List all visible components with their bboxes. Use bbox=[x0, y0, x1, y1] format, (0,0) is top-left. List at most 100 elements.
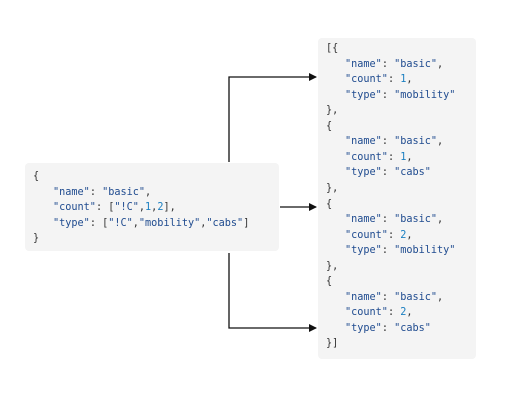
code-token: { bbox=[326, 198, 333, 210]
code-token: , bbox=[437, 214, 444, 226]
code-token: } bbox=[33, 233, 40, 245]
code-token: : bbox=[381, 245, 395, 257]
code-token: { bbox=[33, 171, 40, 182]
code-token: , bbox=[138, 202, 146, 214]
code-token: "cabs" bbox=[394, 322, 431, 334]
code-token: { bbox=[326, 120, 333, 132]
code-token: , bbox=[437, 136, 444, 148]
code-token: : [ bbox=[89, 217, 109, 229]
code-token: , bbox=[132, 217, 139, 229]
code-token: , bbox=[145, 186, 152, 198]
code-line: "type": "mobility" bbox=[345, 243, 455, 259]
code-token: }, bbox=[326, 105, 339, 117]
code-token: "cabs" bbox=[394, 167, 431, 179]
code-token: "type" bbox=[345, 167, 382, 179]
code-token: , bbox=[200, 217, 207, 229]
code-token: , bbox=[437, 58, 444, 70]
code-token: "basic" bbox=[394, 58, 438, 70]
arrow-to-first-object bbox=[228, 73, 317, 162]
code-token: "name" bbox=[345, 58, 382, 70]
code-token: : bbox=[387, 74, 401, 86]
code-token: , bbox=[406, 229, 413, 241]
code-token: : bbox=[381, 291, 395, 303]
code-token: "type" bbox=[345, 322, 382, 334]
code-token: , bbox=[437, 291, 444, 303]
code-token: : bbox=[381, 322, 395, 334]
code-token: }, bbox=[326, 260, 339, 272]
code-token: "count" bbox=[345, 151, 388, 163]
code-line: "count": ["!C",1,2], bbox=[53, 200, 176, 216]
code-token: 1 bbox=[145, 202, 152, 214]
code-token: : bbox=[387, 229, 401, 241]
code-token: 1 bbox=[400, 151, 407, 163]
code-token: 2 bbox=[400, 307, 407, 319]
code-token: "type" bbox=[345, 245, 382, 257]
code-line: { bbox=[326, 119, 332, 135]
code-line: "count": 1, bbox=[345, 150, 413, 166]
code-token: , bbox=[406, 74, 413, 86]
code-token: "!C" bbox=[108, 217, 133, 229]
code-token: : bbox=[387, 151, 401, 163]
code-token: , bbox=[151, 202, 158, 214]
code-token: "name" bbox=[345, 136, 382, 148]
code-line: "type": "cabs" bbox=[345, 321, 431, 337]
code-token: "type" bbox=[345, 89, 382, 101]
code-line: } bbox=[33, 231, 39, 247]
code-token: ], bbox=[163, 202, 176, 214]
code-token: "name" bbox=[53, 186, 90, 198]
code-token: , bbox=[406, 151, 413, 163]
code-token: 2 bbox=[157, 202, 164, 214]
code-token: "mobility" bbox=[394, 245, 456, 257]
code-token: : bbox=[381, 89, 395, 101]
code-line: "type": "mobility" bbox=[345, 88, 455, 104]
code-line: { bbox=[326, 274, 332, 290]
code-line: { bbox=[33, 169, 39, 185]
code-line: }, bbox=[326, 259, 338, 275]
code-token: "count" bbox=[345, 307, 388, 319]
code-line: }, bbox=[326, 103, 338, 119]
code-line: "count": 2, bbox=[345, 305, 413, 321]
arrow-to-fourth-object bbox=[228, 253, 317, 332]
output-json-array-block: [{"name": "basic","count": 1,"type": "mo… bbox=[318, 38, 476, 359]
code-token: "mobility" bbox=[394, 89, 456, 101]
code-line: "name": "basic", bbox=[345, 134, 443, 150]
code-token: : bbox=[89, 186, 103, 198]
code-token: , bbox=[406, 307, 413, 319]
code-token: : bbox=[381, 214, 395, 226]
code-token: "basic" bbox=[102, 186, 146, 198]
code-token: }, bbox=[326, 182, 339, 194]
code-token: [{ bbox=[326, 43, 339, 54]
code-token: "count" bbox=[53, 202, 96, 214]
code-line: [{ bbox=[326, 41, 338, 57]
code-line: "count": 1, bbox=[345, 72, 413, 88]
code-line: "count": 2, bbox=[345, 228, 413, 244]
code-line: }] bbox=[326, 336, 338, 352]
code-token: : bbox=[381, 136, 395, 148]
code-line: }, bbox=[326, 181, 338, 197]
code-token: "basic" bbox=[394, 214, 438, 226]
code-token: "cabs" bbox=[206, 217, 244, 229]
code-token: "count" bbox=[345, 229, 388, 241]
code-line: "name": "basic", bbox=[345, 212, 443, 228]
code-line: { bbox=[326, 197, 332, 213]
code-token: "name" bbox=[345, 291, 382, 303]
code-line: "name": "basic", bbox=[345, 290, 443, 306]
code-token: }] bbox=[326, 338, 339, 350]
input-json-block: {"name": "basic","count": ["!C",1,2],"ty… bbox=[25, 163, 279, 251]
code-token: "mobility" bbox=[138, 217, 201, 229]
code-line: "type": "cabs" bbox=[345, 165, 431, 181]
code-token: : bbox=[387, 307, 401, 319]
code-token: "!C" bbox=[114, 202, 139, 214]
code-token: "basic" bbox=[394, 291, 438, 303]
code-line: "name": "basic", bbox=[345, 57, 443, 73]
code-token: "name" bbox=[345, 214, 382, 226]
code-token: { bbox=[326, 276, 333, 288]
code-token: : bbox=[381, 58, 395, 70]
code-token: : [ bbox=[95, 202, 115, 214]
code-token: 1 bbox=[400, 74, 407, 86]
code-token: "basic" bbox=[394, 136, 438, 148]
code-token: ] bbox=[243, 217, 250, 229]
code-token: "type" bbox=[53, 217, 90, 229]
code-token: : bbox=[381, 167, 395, 179]
